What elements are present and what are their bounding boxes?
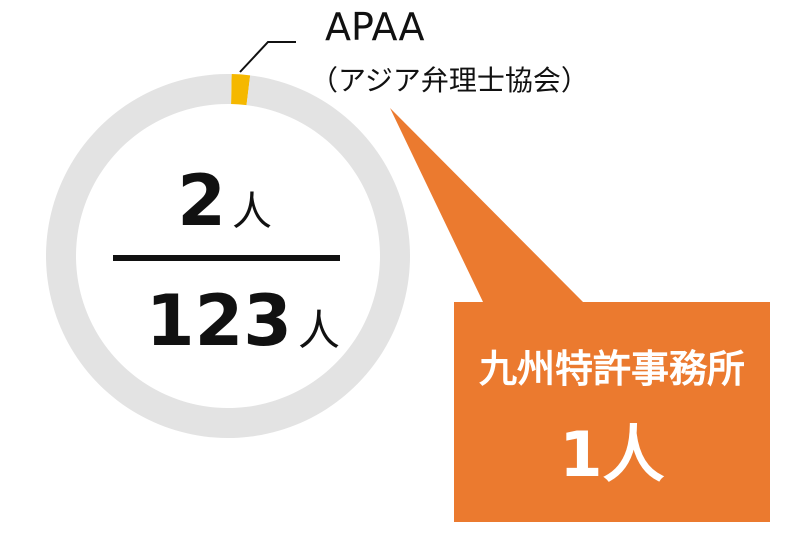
center-denominator-unit: 人 bbox=[298, 306, 340, 355]
callout-title: 九州特許事務所 bbox=[479, 347, 745, 391]
annotation-leader-line bbox=[239, 41, 296, 73]
annotation-label-line1: APAA bbox=[325, 5, 425, 49]
callout-box bbox=[454, 302, 770, 522]
annotation-label-line2: （アジア弁理士協会） bbox=[310, 64, 589, 97]
center-numerator-unit: 人 bbox=[232, 189, 272, 235]
callout-value: 1人 bbox=[559, 418, 664, 491]
donut-slice-highlight bbox=[231, 74, 251, 106]
center-denominator-value: 123 bbox=[146, 280, 292, 362]
callout-pointer bbox=[390, 108, 585, 304]
center-numerator-value: 2 bbox=[177, 160, 226, 242]
donut-ring bbox=[45, 73, 410, 439]
